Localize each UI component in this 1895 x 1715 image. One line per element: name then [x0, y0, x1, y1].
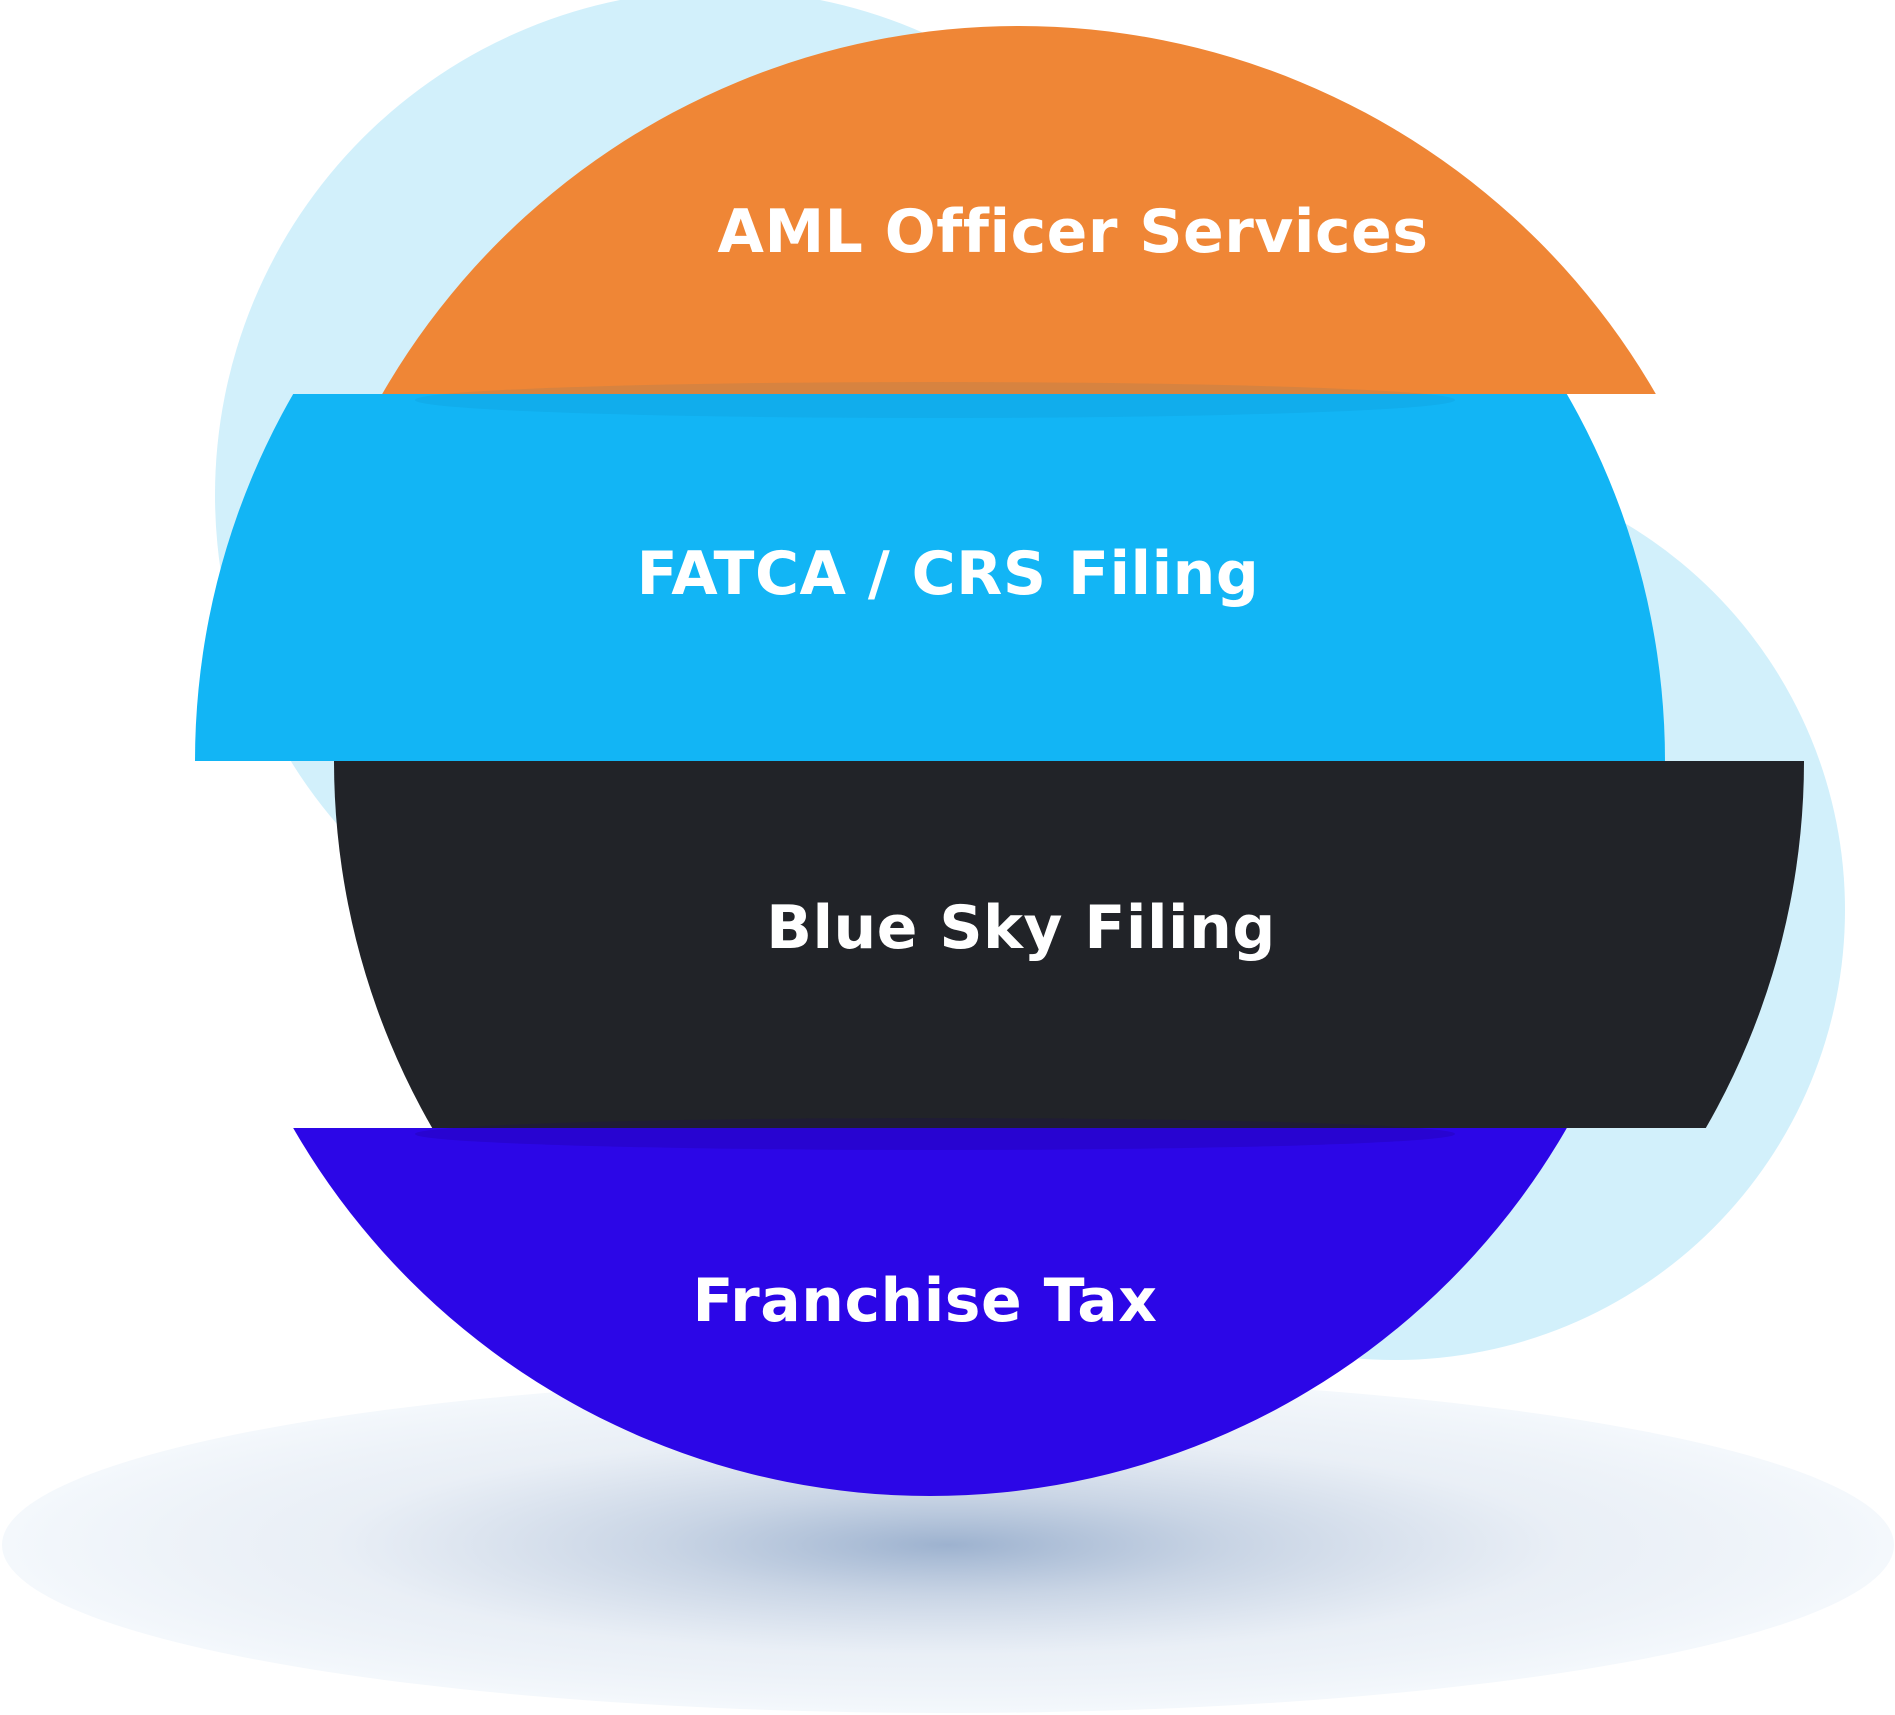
label-franchise-tax: Franchise Tax — [693, 1266, 1158, 1336]
label-blue-sky-filing: Blue Sky Filing — [766, 893, 1276, 963]
seam-shadow-1 — [415, 382, 1455, 418]
ground-shadow — [2, 1377, 1894, 1713]
seam-shadow-3 — [415, 1118, 1455, 1150]
band-franchise-tax — [293, 1128, 1567, 1496]
band-blue-sky-filing — [334, 761, 1804, 1128]
label-fatca-crs-filing: FATCA / CRS Filing — [637, 539, 1260, 609]
label-aml-officer-services: AML Officer Services — [718, 197, 1429, 267]
band-aml-officer-services — [382, 26, 1656, 394]
band-fatca-crs-filing — [195, 394, 1665, 761]
